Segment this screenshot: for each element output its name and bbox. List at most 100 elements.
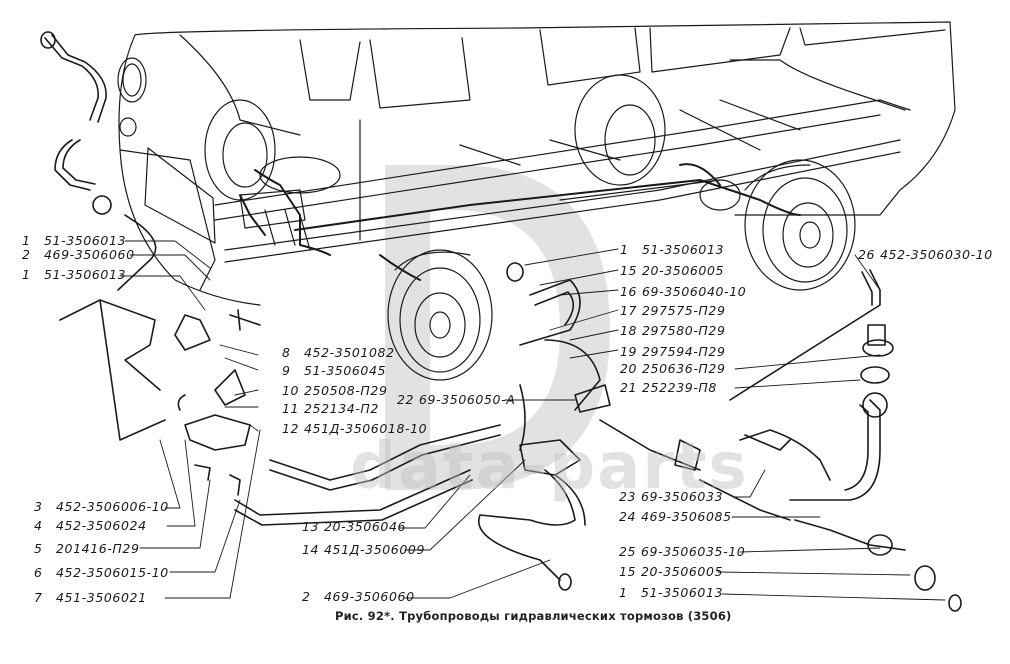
callout-15: 15 20-3506005: [620, 264, 724, 278]
part-number: 51-3506013: [44, 233, 127, 248]
callout-number: 25: [619, 544, 637, 559]
callout-number: 26: [858, 247, 876, 262]
callout-number: 2: [22, 247, 31, 262]
part-number: 20-3506005: [641, 564, 724, 579]
callout-8: 8 452-3501082: [282, 346, 395, 360]
callout-number: 22: [397, 392, 415, 407]
part-number: 250508-П29: [304, 383, 388, 398]
callout-number: 8: [282, 345, 291, 360]
pipe-7: [234, 469, 471, 516]
vehicle-roof-line: [118, 34, 261, 306]
callout-12: 12 451Д-3506018-10: [282, 422, 427, 436]
grille: [144, 147, 216, 244]
part-number: 250636-П29: [642, 361, 726, 376]
rear-axle: [559, 179, 721, 201]
headlight: [117, 57, 147, 103]
part-number: 469-3506060: [44, 247, 135, 262]
part-number: 452-3506015-10: [56, 565, 169, 580]
callout-17: 17 297575-П29: [620, 304, 726, 318]
callout-19: 19 297594-П29: [620, 345, 726, 359]
callout-number: 7: [34, 590, 43, 605]
part-number: 69-3506040-10: [642, 284, 747, 299]
callout-number: 3: [34, 499, 43, 514]
part-number: 51-3506013: [44, 267, 127, 282]
part-number: 452-3501082: [304, 345, 395, 360]
part-number: 469-3506085: [641, 509, 732, 524]
vehicle-front-panel: [119, 149, 216, 291]
front-right-wheel: [387, 249, 493, 381]
master-cylinder: [239, 189, 306, 229]
part-number: 20-3506005: [642, 263, 725, 278]
part-number: 252134-П2: [304, 401, 379, 416]
callout-number: 2: [302, 589, 311, 604]
turn-signal: [119, 117, 137, 137]
fitting-26: [867, 324, 886, 346]
callout-number: 20: [620, 361, 638, 376]
callout-number: 16: [620, 284, 638, 299]
callout-20: 20 250636-П29: [620, 362, 726, 376]
front-brake-drum: [204, 99, 276, 201]
callout-number: 4: [34, 518, 43, 533]
callout-number: 21: [620, 380, 638, 395]
pipe-16: [519, 279, 581, 346]
part-number: 452-3506024: [56, 518, 147, 533]
figure-caption: Рис. 92*. Трубопроводы гидравлических то…: [335, 609, 732, 623]
brake-hose-front-top: [44, 37, 99, 121]
callout-number: 6: [34, 565, 43, 580]
callout-number: 15: [619, 564, 637, 579]
callout-number: 10: [282, 383, 300, 398]
frame-rail-right: [224, 139, 901, 251]
part-number: 297575-П29: [642, 303, 726, 318]
callout-2: 2 469-3506060: [22, 248, 135, 262]
callout-number: 14: [302, 542, 320, 557]
callout-number: 19: [620, 344, 638, 359]
part-number: 69-3506033: [641, 489, 724, 504]
part-number: 452-3506006-10: [56, 499, 169, 514]
callout-15: 15 20-3506005: [619, 565, 723, 579]
callout-number: 15: [620, 263, 638, 278]
callout-number: 1: [22, 267, 31, 282]
callout-1: 1 51-3506013: [22, 268, 126, 282]
nut-20: [862, 339, 894, 357]
part-number: 69-3506035-10: [641, 544, 746, 559]
callout-number: 12: [282, 421, 300, 436]
brake-hose-front-lower: [54, 139, 91, 191]
union-15: [914, 565, 936, 591]
union-25: [867, 534, 893, 556]
hose-24-end: [794, 519, 906, 551]
callout-number: 1: [620, 242, 629, 257]
callout-number: 18: [620, 323, 638, 338]
rear-left-drum: [574, 74, 666, 186]
tee-connector-23: [519, 439, 581, 476]
callout-4: 4 452-3506024: [34, 519, 147, 533]
bracket-12: [184, 414, 251, 451]
part-number: 451Д-3506018-10: [304, 421, 428, 436]
callout-number: 17: [620, 303, 638, 318]
part-number: 297594-П29: [642, 344, 726, 359]
callout-25: 25 69-3506035-10: [619, 545, 745, 559]
tee-connector-bracket: [59, 299, 161, 391]
frame-rail-left: [214, 99, 911, 206]
callout-3: 3 452-3506006-10: [34, 500, 169, 514]
pipe-front-left: [117, 214, 157, 291]
callout-number: 5: [34, 541, 43, 556]
callout-1: 1 51-3506013: [620, 243, 724, 257]
pipe-2-lower: [478, 469, 576, 581]
hose-right-upper: [789, 399, 881, 501]
callout-number: 1: [619, 585, 628, 600]
part-number: 51-3506013: [642, 242, 725, 257]
callout-number: 24: [619, 509, 637, 524]
callout-number: 9: [282, 363, 291, 378]
callout-10: 10 250508-П29: [282, 384, 388, 398]
pipe-14: [269, 424, 501, 481]
